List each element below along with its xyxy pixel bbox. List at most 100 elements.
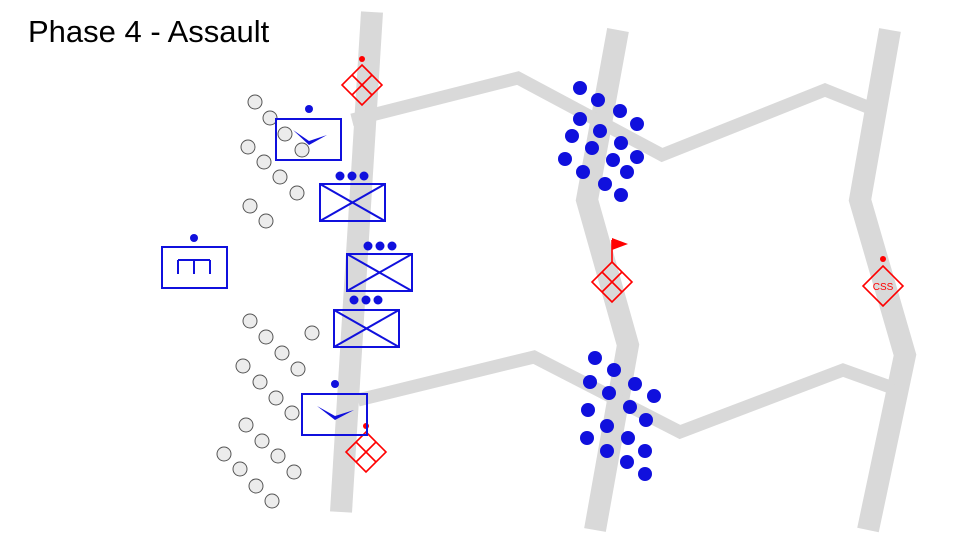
- blue-position-marker: [593, 124, 607, 138]
- unit-frame: [275, 118, 342, 161]
- blue-position-marker: [606, 153, 620, 167]
- blue-position-marker: [613, 104, 627, 118]
- gray-position-marker: [235, 358, 251, 374]
- unit-frame: [333, 309, 400, 348]
- infantry-unit-icon: [319, 183, 386, 222]
- checkpoint-icon: [340, 63, 384, 107]
- blue-cluster-north: [558, 81, 644, 202]
- slide-title: Phase 4 - Assault: [28, 14, 270, 49]
- gray-position-marker: [258, 213, 274, 229]
- gray-position-marker: [258, 329, 274, 345]
- blue-position-marker: [600, 419, 614, 433]
- checkpoint-dot: [359, 56, 365, 62]
- unit-size-dots: [335, 171, 369, 181]
- gray-position-marker: [240, 139, 256, 155]
- gray-position-marker: [294, 142, 310, 158]
- unit-size-dot: [331, 380, 339, 388]
- gray-position-marker: [304, 325, 320, 341]
- gray-position-marker: [268, 390, 284, 406]
- gray-position-marker: [264, 493, 280, 509]
- checkpoint-north: [340, 56, 384, 107]
- gray-position-marker: [238, 417, 254, 433]
- blue-position-marker: [638, 444, 652, 458]
- blue-position-marker: [623, 400, 637, 414]
- blue-position-marker: [607, 363, 621, 377]
- blue-position-marker: [558, 152, 572, 166]
- unit-frame: [301, 393, 368, 436]
- blue-position-marker: [588, 351, 602, 365]
- unit-size-dot: [190, 234, 198, 242]
- css-point: CSS: [861, 256, 905, 308]
- objective-marker: [590, 238, 634, 304]
- cavalry-unit-south: [301, 380, 368, 436]
- blue-position-marker: [614, 188, 628, 202]
- road-phase-line-center: [575, 28, 640, 532]
- objective-flag-icon: [612, 238, 628, 250]
- blue-position-marker: [591, 93, 605, 107]
- road-phase-line-east: [848, 28, 917, 533]
- gray-position-marker: [262, 110, 278, 126]
- blue-position-marker: [639, 413, 653, 427]
- unit-size-dots: [363, 241, 397, 251]
- blue-position-marker: [565, 129, 579, 143]
- css-point-icon: [861, 264, 905, 308]
- checkpoint-south: [344, 423, 388, 474]
- gray-position-marker: [274, 345, 290, 361]
- gray-position-marker: [232, 461, 248, 477]
- blue-position-marker: [573, 81, 587, 95]
- blue-position-marker: [585, 141, 599, 155]
- blue-position-marker: [621, 431, 635, 445]
- cavalry-unit-north: [275, 105, 342, 161]
- gray-position-marker: [247, 94, 263, 110]
- road-phase-line-west: [330, 11, 383, 513]
- road-lateral-south: [356, 350, 896, 440]
- gray-position-marker: [242, 198, 258, 214]
- blue-position-marker: [628, 377, 642, 391]
- gray-position-marker: [289, 185, 305, 201]
- blue-position-marker: [614, 136, 628, 150]
- gray-position-marker: [252, 374, 268, 390]
- blue-position-marker: [580, 431, 594, 445]
- infantry-unit-icon: [346, 253, 413, 292]
- blue-position-marker: [647, 389, 661, 403]
- gray-position-marker: [248, 478, 264, 494]
- unit-frame: [161, 246, 228, 289]
- css-point-dot: [880, 256, 886, 262]
- support-unit: [161, 234, 228, 289]
- unit-frame: [346, 253, 413, 292]
- blue-position-marker: [638, 467, 652, 481]
- unit-size-dot: [305, 105, 313, 113]
- infantry-company-2: [346, 241, 413, 292]
- gray-position-marker: [242, 313, 258, 329]
- checkpoint-icon: [344, 430, 388, 474]
- css-label: CSS: [873, 282, 894, 293]
- infantry-company-1: [319, 171, 386, 222]
- gray-position-marker: [277, 126, 293, 142]
- blue-position-marker: [620, 165, 634, 179]
- blue-cluster-south: [580, 351, 661, 481]
- blue-position-marker: [583, 375, 597, 389]
- checkpoint-icon: [590, 260, 634, 304]
- gray-position-marker: [284, 405, 300, 421]
- blue-position-marker: [598, 177, 612, 191]
- blue-position-marker: [600, 444, 614, 458]
- gray-position-marker: [290, 361, 306, 377]
- road-network: [330, 11, 917, 533]
- gray-position-marker: [216, 446, 232, 462]
- armor-cavalry-unit-icon: [317, 406, 354, 420]
- blue-position-marker: [630, 150, 644, 164]
- road-lateral-north: [350, 71, 878, 163]
- infantry-unit-icon: [333, 309, 400, 348]
- unit-size-dots: [349, 295, 383, 305]
- blue-position-marker: [581, 403, 595, 417]
- blue-position-marker: [602, 386, 616, 400]
- gray-position-marker: [286, 464, 302, 480]
- gray-position-marker: [272, 169, 288, 185]
- blue-position-marker: [620, 455, 634, 469]
- infantry-company-3: [333, 295, 400, 348]
- blue-position-marker: [576, 165, 590, 179]
- blue-position-marker: [630, 117, 644, 131]
- gray-position-marker: [270, 448, 286, 464]
- gray-marker-group: [216, 94, 320, 509]
- unit-frame: [319, 183, 386, 222]
